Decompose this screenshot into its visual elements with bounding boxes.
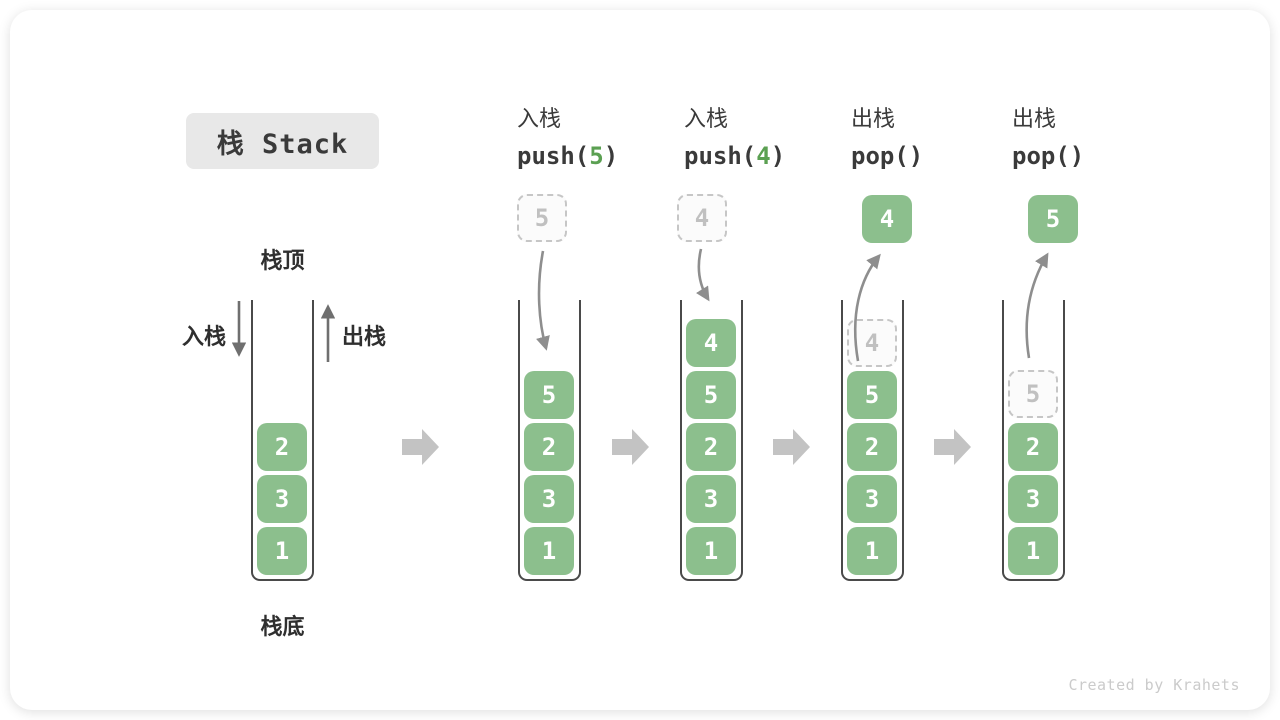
code-fn: push( [517, 142, 590, 170]
operation-label-push5: 入栈 push(5) [517, 106, 618, 170]
diagram-title: 栈 Stack [216, 128, 349, 160]
stack-block: 2 [1008, 423, 1058, 471]
incoming-ghost-block: 4 [677, 194, 727, 242]
code-arg: 4 [756, 142, 771, 170]
stack-bottom-label: 栈底 [260, 614, 305, 639]
operation-label-pop2: 出栈 pop() [1012, 106, 1084, 170]
operation-label-push4: 入栈 push(4) [684, 106, 785, 170]
incoming-ghost-block: 5 [517, 194, 567, 242]
stack-block: 1 [524, 527, 574, 575]
code-close: ) [1069, 142, 1085, 170]
operation-cn: 入栈 [517, 106, 562, 131]
code-fn: pop( [1012, 142, 1070, 170]
stack-block: 5 [847, 371, 897, 419]
stack-block: 2 [524, 423, 574, 471]
stack-block: 3 [524, 475, 574, 523]
operation-cn: 入栈 [684, 106, 729, 131]
code-close: ) [603, 142, 619, 170]
code-fn: push( [684, 142, 757, 170]
operation-code: pop() [1012, 142, 1084, 170]
stack-block: 1 [686, 527, 736, 575]
operation-cn: 出栈 [1012, 106, 1057, 131]
stack-well-3 [680, 300, 743, 581]
operation-cn: 出栈 [851, 106, 896, 131]
operation-code: push(5) [517, 142, 618, 170]
stack-block: 1 [1008, 527, 1058, 575]
stack-block: 3 [257, 475, 307, 523]
watermark: Created by Krahets [1068, 676, 1240, 694]
popped-ghost-slot: 4 [847, 319, 897, 367]
diagram-title-badge: 栈 Stack [186, 113, 379, 169]
code-close: ) [908, 142, 924, 170]
stack-block: 5 [686, 371, 736, 419]
code-arg: 5 [589, 142, 604, 170]
operation-label-pop1: 出栈 pop() [851, 106, 923, 170]
operation-code: pop() [851, 142, 923, 170]
popped-ghost-slot: 5 [1008, 370, 1058, 418]
stack-top-label: 栈顶 [260, 248, 305, 273]
operation-code: push(4) [684, 142, 785, 170]
pop-direction-label: 出栈 [342, 324, 387, 349]
stack-well-1 [251, 300, 314, 581]
stack-block: 2 [847, 423, 897, 471]
stack-block: 2 [257, 423, 307, 471]
stack-block: 2 [686, 423, 736, 471]
stack-well-2 [518, 300, 581, 581]
push-direction-label: 入栈 [181, 324, 226, 349]
popped-block: 5 [1028, 195, 1078, 243]
popped-block: 4 [862, 195, 912, 243]
code-close: ) [770, 142, 786, 170]
stack-block: 3 [847, 475, 897, 523]
stack-well-5 [1002, 300, 1065, 581]
stack-block: 1 [847, 527, 897, 575]
stack-block: 3 [686, 475, 736, 523]
code-fn: pop( [851, 142, 909, 170]
stack-block: 1 [257, 527, 307, 575]
stack-block: 5 [524, 371, 574, 419]
stack-block: 4 [686, 319, 736, 367]
stack-well-4 [841, 300, 904, 581]
stack-block: 3 [1008, 475, 1058, 523]
